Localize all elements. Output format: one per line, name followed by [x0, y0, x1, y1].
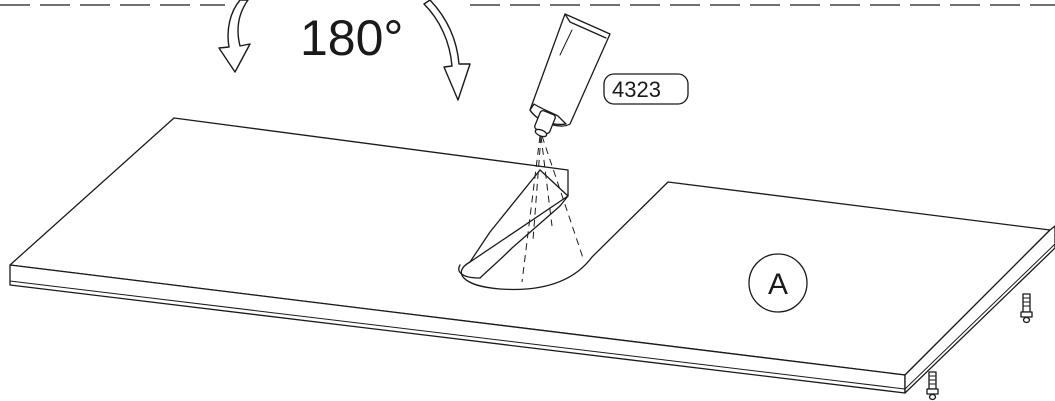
part-marker: A: [748, 253, 808, 313]
sealant-spray: [521, 135, 584, 283]
part-marker-label: A: [768, 268, 788, 301]
rotation-arrow-right-icon: [423, 0, 471, 101]
rotation-angle-label: 180°: [300, 10, 403, 66]
sealant-tube-icon: [529, 13, 611, 138]
mounting-bolt-right: [1020, 293, 1033, 324]
rotation-arrow-left-icon: [218, 0, 251, 73]
countertop-panel: [9, 117, 1055, 394]
product-code-badge: 4323: [603, 73, 689, 105]
cutout-wall: [458, 169, 569, 279]
product-code-label: 4323: [612, 77, 661, 102]
mounting-bolt-front: [926, 371, 939, 401]
